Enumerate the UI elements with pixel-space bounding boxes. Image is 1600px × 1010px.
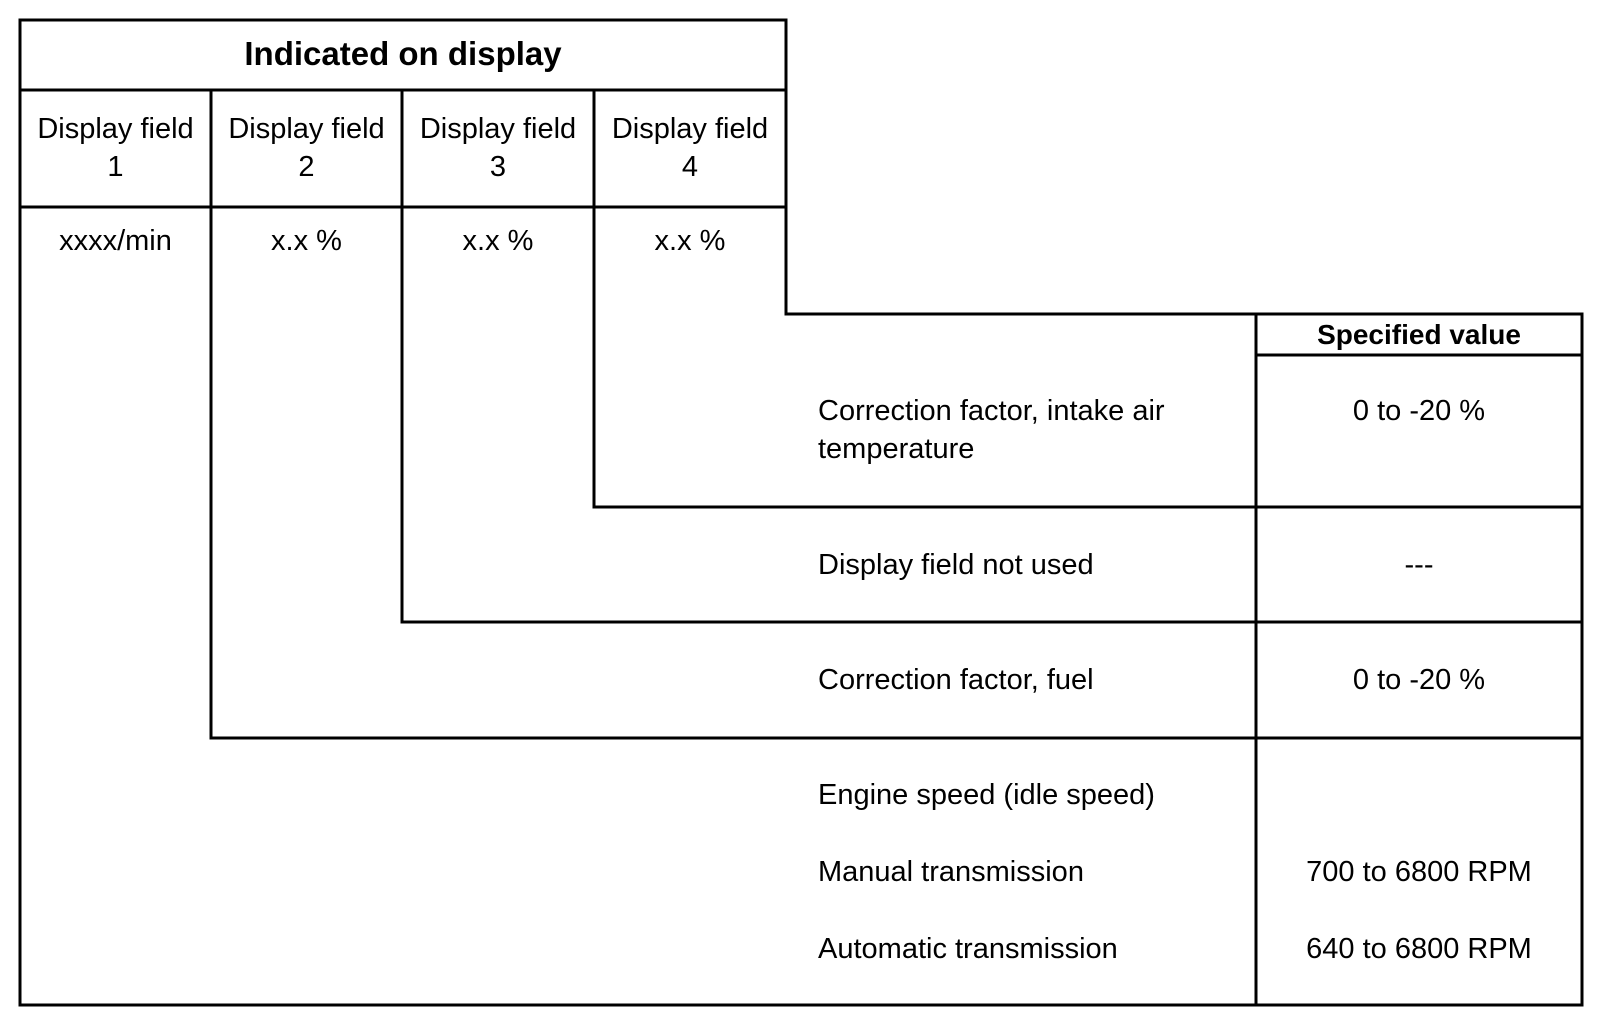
- display-field-header-1: Display field 1: [20, 110, 211, 186]
- row-specified-intake-air: 0 to -20 %: [1352, 395, 1486, 427]
- display-field-number: 4: [681, 151, 699, 183]
- display-field-value-4: x.x %: [654, 225, 726, 257]
- table-title: Indicated on display: [244, 35, 562, 72]
- field1-bracket: [209, 88, 1258, 740]
- row-description-intake-air: Correction factor, intake air temperatur…: [818, 395, 1165, 465]
- display-field-value-3: x.x %: [462, 225, 534, 257]
- row-specified-fuel: 0 to -20 %: [1352, 664, 1486, 696]
- display-field-label: Display field: [611, 113, 769, 145]
- display-field-header-4: Display field 4: [594, 110, 786, 186]
- specified-value-header: Specified value: [1317, 319, 1521, 350]
- manual-transmission-label: Manual transmission: [818, 856, 1084, 888]
- display-field-label: Display field: [419, 113, 577, 145]
- display-field-number: 1: [107, 151, 124, 183]
- automatic-transmission-value: 640 to 6800 RPM: [1306, 933, 1532, 965]
- display-field-label: Display field: [228, 113, 385, 145]
- row-specified-not-used: ---: [1404, 549, 1434, 581]
- display-field-header-3: Display field 3: [402, 110, 594, 186]
- automatic-transmission-label: Automatic transmission: [818, 933, 1118, 965]
- row-description-fuel: Correction factor, fuel: [818, 664, 1094, 696]
- display-field-value-2: x.x %: [271, 225, 342, 257]
- row-description-not-used: Display field not used: [818, 549, 1094, 581]
- display-field-number: 2: [298, 151, 315, 183]
- field2-bracket: [400, 88, 1258, 624]
- display-field-label: Display field: [37, 113, 194, 145]
- field3-bracket: [592, 88, 1258, 509]
- manual-transmission-value: 700 to 6800 RPM: [1306, 856, 1532, 888]
- engine-speed-label: Engine speed (idle speed): [818, 779, 1155, 811]
- display-field-value-1: xxxx/min: [59, 225, 172, 257]
- display-field-header-2: Display field 2: [211, 110, 402, 186]
- outer-border: [18, 18, 1584, 1007]
- display-field-number: 3: [489, 151, 507, 183]
